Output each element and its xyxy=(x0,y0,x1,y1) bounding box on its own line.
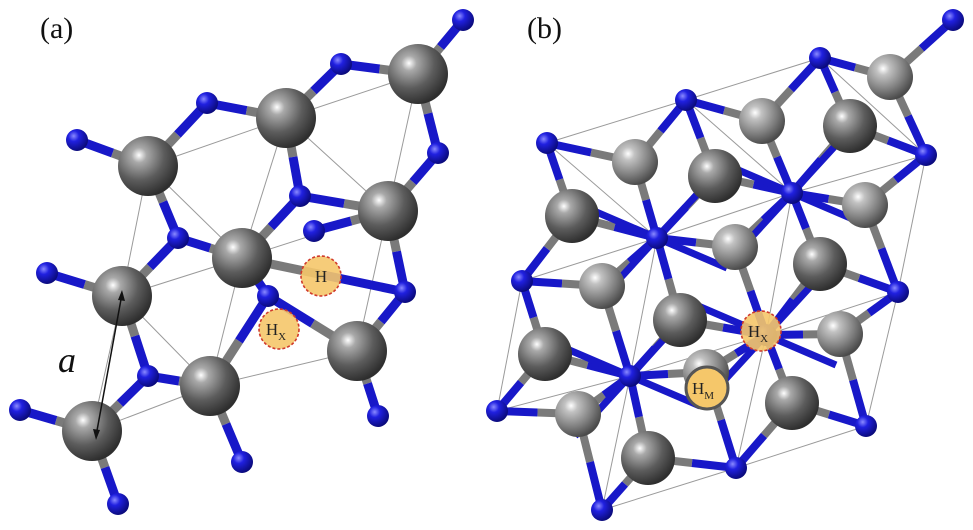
site-hx-a-label: HX xyxy=(266,320,286,343)
metal-atom-b-small-0 xyxy=(867,54,913,100)
nonmetal-atom-b-3 xyxy=(536,132,558,154)
metal-atom-b-large-3 xyxy=(793,237,847,291)
cell-edge-b-11 xyxy=(897,154,927,293)
nonmetal-atom-a-4 xyxy=(289,185,311,207)
nonmetal-atom-a-15 xyxy=(107,493,129,515)
metal-atom-b-small-4 xyxy=(712,224,758,270)
cell-edge-b-12 xyxy=(865,291,899,427)
site-hx-a: HX xyxy=(258,308,300,350)
metal-atom-a-8 xyxy=(62,401,122,461)
nonmetal-atom-a-10 xyxy=(394,281,416,303)
nonmetal-atom-a-12 xyxy=(9,399,31,421)
cell-edge-b-18 xyxy=(601,375,631,511)
metal-atom-b-large-2 xyxy=(545,189,599,243)
nonmetal-atom-b-14 xyxy=(591,499,613,521)
panel-b: HX HM (b) xyxy=(486,9,964,521)
nonmetal-atom-b-0 xyxy=(942,9,964,31)
cell-edge-b-14 xyxy=(765,192,793,336)
nonmetal-atom-a-14 xyxy=(367,405,389,427)
cell-edge-b-1 xyxy=(546,99,687,144)
nonmetal-atom-b-7 xyxy=(511,270,533,292)
nonmetal-atom-a-6 xyxy=(167,227,189,249)
panel-label-a: (a) xyxy=(40,12,73,45)
cell-edge-b-16 xyxy=(546,142,658,239)
cell-edge-b-0 xyxy=(685,57,821,101)
nonmetal-atom-a-7 xyxy=(303,220,325,242)
cell-edge-b-19 xyxy=(496,280,523,412)
metal-atom-a-7 xyxy=(327,321,387,381)
nonmetal-atom-a-0 xyxy=(66,129,88,151)
site-hm-label: HM xyxy=(692,379,714,402)
metal-atom-b-large-5 xyxy=(518,327,572,381)
metal-atom-b-small-8 xyxy=(555,391,601,437)
metal-atom-a-3 xyxy=(212,228,272,288)
metal-atom-b-large-0 xyxy=(823,99,877,153)
site-h-label: H xyxy=(315,267,327,286)
metal-atom-b-large-7 xyxy=(621,431,675,485)
nonmetal-atom-b-8 xyxy=(887,281,909,303)
metal-atom-b-large-1 xyxy=(688,149,742,203)
panel-a: H HX a (a) xyxy=(9,9,474,515)
cell-edge-b-10 xyxy=(819,57,927,156)
nonmetal-atom-b-6 xyxy=(646,227,668,249)
metal-atom-a-0 xyxy=(118,136,178,196)
metal-atom-a-2 xyxy=(388,44,448,104)
metal-atom-b-small-6 xyxy=(817,311,863,357)
nonmetal-atom-a-1 xyxy=(196,92,218,114)
nonmetal-atom-a-3 xyxy=(452,9,474,31)
nonmetal-atom-b-1 xyxy=(809,47,831,69)
panel-label-b: (b) xyxy=(527,12,562,45)
metal-atom-a-4 xyxy=(358,181,418,241)
lattice-constant-label: a xyxy=(58,340,76,380)
site-hx-b-label: HX xyxy=(748,322,768,345)
nonmetal-atom-b-4 xyxy=(915,144,937,166)
bond-b-cross-0-3 xyxy=(655,234,729,272)
metal-atom-b-small-1 xyxy=(739,98,785,144)
nonmetal-atom-b-5 xyxy=(781,182,803,204)
metal-atom-b-small-5 xyxy=(579,263,625,309)
metal-atom-a-6 xyxy=(180,356,240,416)
atoms-a xyxy=(9,9,474,515)
cell-edge-b-9 xyxy=(601,467,737,511)
site-hm: HM xyxy=(684,365,730,411)
nonmetal-atom-b-10 xyxy=(619,365,641,387)
nonmetal-atom-a-13 xyxy=(231,451,253,473)
site-hx-b: HX xyxy=(740,310,782,352)
metal-atom-b-small-3 xyxy=(842,182,888,228)
nonmetal-atom-b-13 xyxy=(725,457,747,479)
metal-atom-b-small-2 xyxy=(612,139,658,185)
cell-edge-b-3 xyxy=(656,192,793,239)
nonmetal-atom-a-2 xyxy=(330,53,352,75)
cell-edge-b-13 xyxy=(685,99,793,194)
cell-edge-b-2 xyxy=(791,154,927,194)
cell-edge-b-7 xyxy=(496,375,631,412)
cell-edge-b-15 xyxy=(735,334,767,469)
nonmetal-atom-b-12 xyxy=(855,415,877,437)
bond-b-cross-2-3 xyxy=(628,372,702,410)
metal-atom-b-large-6 xyxy=(765,376,819,430)
lattice-arrow xyxy=(93,290,125,440)
nonmetal-atom-a-11 xyxy=(137,365,159,387)
unit-cell-b xyxy=(496,57,927,511)
site-h: H xyxy=(300,255,342,297)
cell-edge-b-17 xyxy=(629,237,658,377)
metal-atom-b-large-4 xyxy=(653,293,707,347)
cell-edge-b-4 xyxy=(521,237,658,282)
nonmetal-atom-a-5 xyxy=(427,142,449,164)
nonmetal-atom-b-11 xyxy=(486,400,508,422)
nonmetal-atom-a-9 xyxy=(257,285,279,307)
nonmetal-atom-a-8 xyxy=(36,262,58,284)
cell-edge-b-8 xyxy=(735,425,867,469)
nonmetal-atom-b-2 xyxy=(675,89,697,111)
metal-atom-a-1 xyxy=(256,88,316,148)
